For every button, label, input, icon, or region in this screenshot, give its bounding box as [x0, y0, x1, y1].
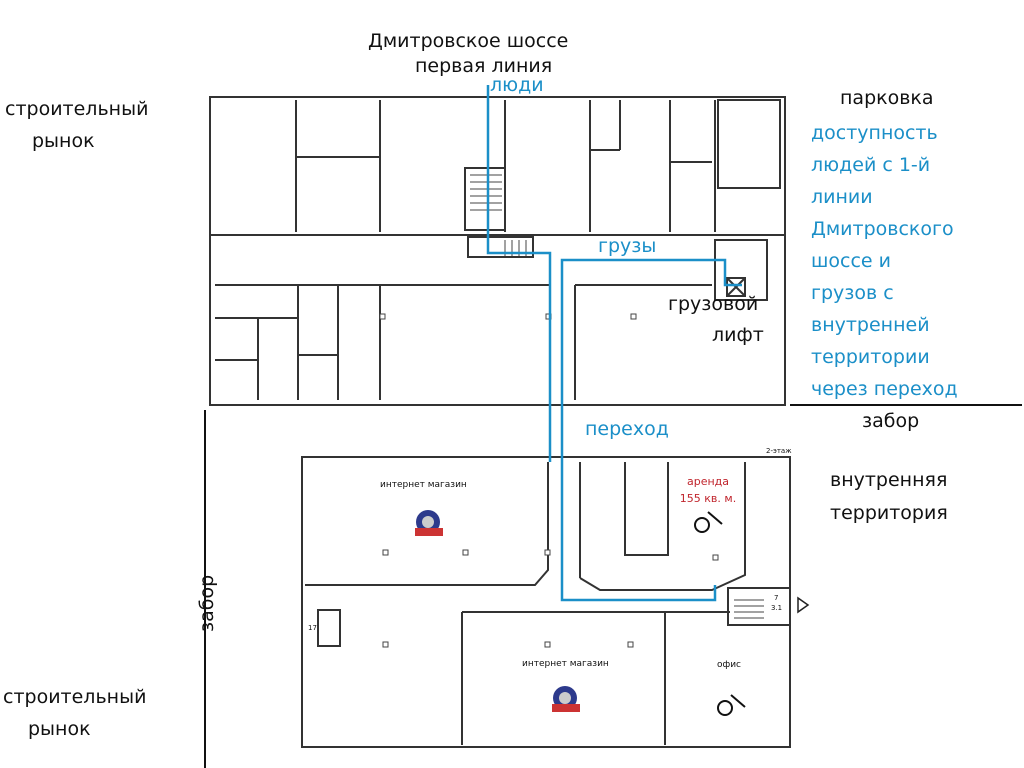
- note-line: грузов с: [811, 282, 894, 304]
- floor-tag: 2-этаж: [766, 447, 792, 455]
- people-route: [486, 85, 552, 462]
- note-line: Дмитровского: [811, 218, 954, 240]
- inner-territory-label-2: территория: [830, 502, 948, 524]
- note-line: линии: [811, 186, 873, 208]
- market-top-label-1: строительный: [5, 98, 149, 120]
- room-shop-1: интернет магазин: [380, 480, 467, 490]
- passage-label: переход: [585, 418, 669, 440]
- shop-icon-2: [552, 686, 580, 712]
- note-line: внутренней: [811, 314, 930, 336]
- fences: [204, 404, 1022, 768]
- room-shop-2: интернет магазин: [522, 659, 609, 669]
- upper-building: [209, 96, 786, 406]
- cargo-label: грузы: [598, 235, 657, 257]
- stair-number: 7: [774, 594, 779, 602]
- note-line: шоссе и: [811, 250, 891, 272]
- market-bottom-label-1: строительный: [3, 686, 147, 708]
- market-top-label-2: рынок: [32, 130, 95, 152]
- lower-building: [301, 456, 791, 748]
- stairs: [470, 174, 764, 619]
- note-line: через переход: [811, 378, 958, 400]
- freight-lift-label-2: лифт: [712, 324, 764, 346]
- fence-right-label: забор: [862, 410, 920, 432]
- room-17: 17: [308, 624, 317, 632]
- routes: [486, 85, 742, 602]
- room-rent: аренда 155 кв. м.: [668, 474, 748, 507]
- parking-label: парковка: [840, 87, 934, 109]
- office-phone-icon-1: [694, 511, 723, 533]
- entrance-arrow-icon: [797, 596, 810, 614]
- market-bottom-label-2: рынок: [28, 718, 91, 740]
- inner-territory-label-1: внутренняя: [830, 469, 948, 491]
- columns: [379, 313, 719, 648]
- stair-sub: 3.1: [771, 604, 783, 612]
- note-line: людей с 1-й: [811, 154, 931, 176]
- rent-area: 155 кв. м.: [679, 491, 737, 505]
- shop-icon-1: [415, 510, 443, 536]
- cargo-route: [560, 258, 742, 602]
- road-title-line2: первая линия: [415, 55, 553, 77]
- note-line: доступность: [811, 122, 938, 144]
- people-label: люди: [490, 74, 544, 96]
- note-line: территории: [811, 346, 930, 368]
- accessibility-note: доступность людей с 1-й линии Дмитровско…: [811, 117, 958, 405]
- office-phone-icon-2: [717, 694, 746, 716]
- room-office: офис: [717, 660, 741, 670]
- fence-left-label: забор: [196, 574, 218, 632]
- freight-lift-label-1: грузовой: [668, 293, 759, 315]
- road-title-line1: Дмитровское шоссе: [368, 30, 569, 52]
- rent-label: аренда: [686, 475, 730, 488]
